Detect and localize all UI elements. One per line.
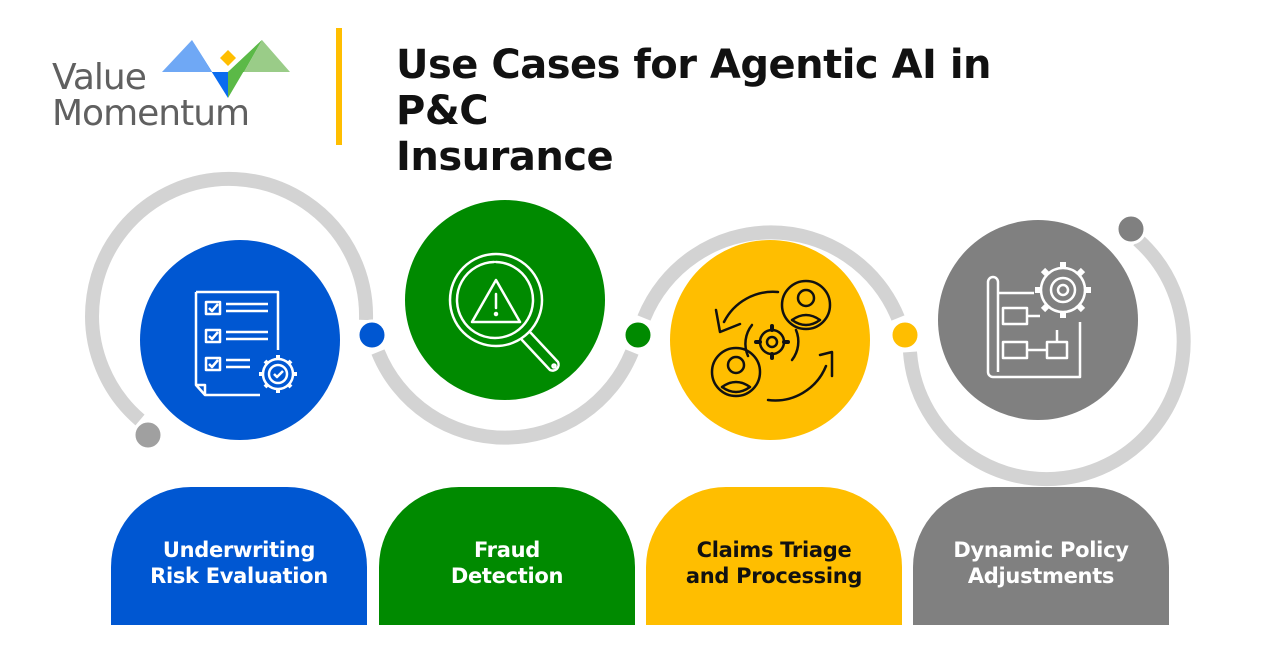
use-case-label-claims: Claims Triage and Processing — [685, 537, 863, 589]
end-dot — [1115, 213, 1147, 245]
connector-dot-3 — [889, 319, 921, 351]
checklist-gear-icon — [194, 290, 297, 397]
connector-dot-2 — [622, 319, 654, 351]
circle-claims — [670, 240, 870, 440]
use-case-card-fraud: Fraud Detection — [379, 487, 635, 625]
connector-arcs — [85, 171, 1191, 487]
arc-4 — [903, 234, 1191, 487]
header-divider — [336, 28, 342, 145]
label-line2: Adjustments — [967, 564, 1115, 588]
page-title-line2: Insurance — [396, 134, 614, 180]
value-momentum-logo: Value Momentum — [52, 38, 292, 138]
use-case-label-fraud: Fraud Detection — [450, 537, 564, 589]
blueprint-gear-icon — [986, 262, 1091, 379]
page-title: Use Cases for Agentic AI in P&C Insuranc… — [396, 42, 1096, 180]
circle-fraud — [405, 200, 605, 400]
use-case-card-claims: Claims Triage and Processing — [646, 487, 902, 625]
label-line1: Claims Triage — [696, 538, 852, 562]
logo-text-momentum: Momentum — [52, 93, 250, 134]
label-line2: Detection — [450, 564, 564, 588]
label-line1: Fraud — [473, 538, 540, 562]
label-line1: Dynamic Policy — [953, 538, 1129, 562]
use-case-card-underwriting: Underwriting Risk Evaluation — [111, 487, 367, 625]
arc-3 — [637, 225, 905, 321]
people-exchange-gear-icon — [710, 279, 834, 402]
arc-2 — [371, 349, 639, 445]
logo-chevron-icon — [162, 40, 290, 98]
logo-text-value: Value — [52, 57, 147, 98]
use-case-label-underwriting: Underwriting Risk Evaluation — [150, 537, 328, 589]
label-line2: and Processing — [685, 564, 863, 588]
magnifier-warning-icon — [448, 252, 560, 372]
arc-1 — [85, 171, 374, 426]
page-title-line1: Use Cases for Agentic AI in P&C — [396, 42, 992, 134]
label-line1: Underwriting — [162, 538, 316, 562]
start-dot — [132, 419, 164, 451]
circle-policy — [938, 220, 1138, 420]
label-line2: Risk Evaluation — [150, 564, 328, 588]
use-case-card-policy: Dynamic Policy Adjustments — [913, 487, 1169, 625]
connector-dot-1 — [356, 319, 388, 351]
use-case-label-policy: Dynamic Policy Adjustments — [953, 537, 1129, 589]
